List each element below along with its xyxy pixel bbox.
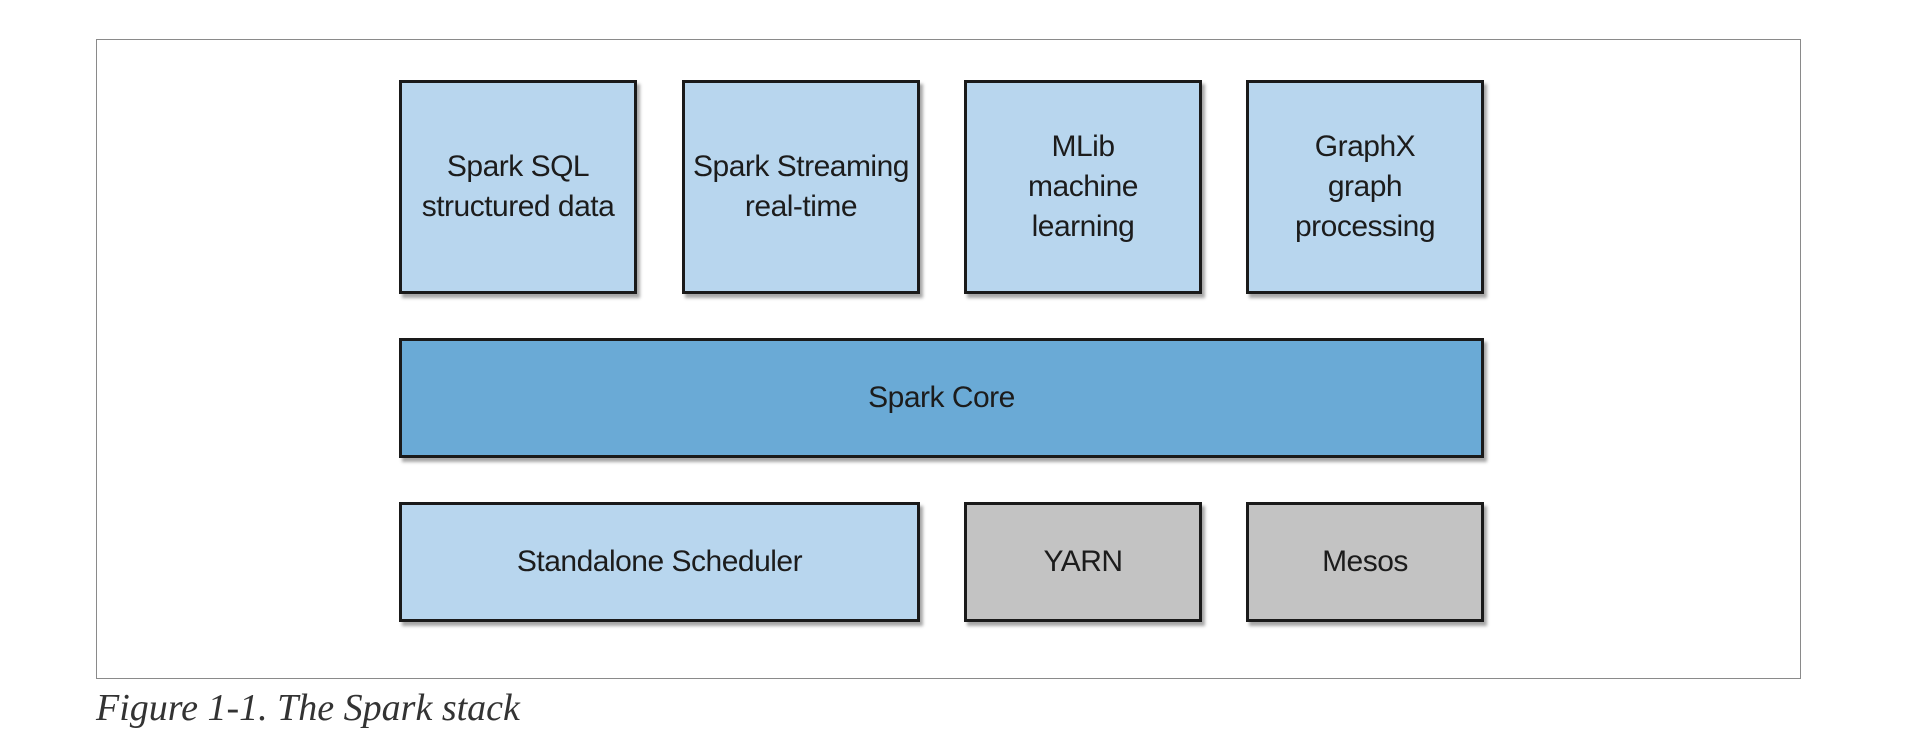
graphx-label-line1: GraphX [1314,130,1416,163]
spark-streaming-label: Spark Streaming real-time [693,147,909,227]
mesos-box: Mesos [1246,502,1484,622]
mlib-label-line3: learning [1031,210,1135,243]
spark-core-box: Spark Core [399,338,1484,458]
yarn-box: YARN [964,502,1202,622]
spark-sql-label-line1: Spark SQL [446,150,590,183]
mesos-label: Mesos [1322,545,1408,578]
spark-sql-box: Spark SQL structured data [399,80,637,294]
spark-streaming-label-line1: Spark Streaming [693,150,909,183]
spark-streaming-box: Spark Streaming real-time [682,80,920,294]
standalone-scheduler-box: Standalone Scheduler [399,502,920,622]
standalone-scheduler-label: Standalone Scheduler [516,545,803,578]
spark-core-label: Spark Core [868,381,1015,414]
mlib-label: MLib machine learning [1028,127,1138,247]
spark-sql-label-line2: structured data [421,190,615,223]
mlib-label-line1: MLib [1051,130,1115,163]
graphx-box: GraphX graph processing [1246,80,1484,294]
mlib-box: MLib machine learning [964,80,1202,294]
graphx-label-line2: graph [1327,170,1403,203]
figure-caption: Figure 1-1. The Spark stack [96,687,520,729]
yarn-label: YARN [1043,545,1123,578]
graphx-label-line3: processing [1294,210,1436,243]
spark-sql-label: Spark SQL structured data [422,147,615,227]
spark-streaming-label-line2: real-time [744,190,858,223]
graphx-label: GraphX graph processing [1294,127,1436,247]
mlib-label-line2: machine [1028,170,1138,203]
